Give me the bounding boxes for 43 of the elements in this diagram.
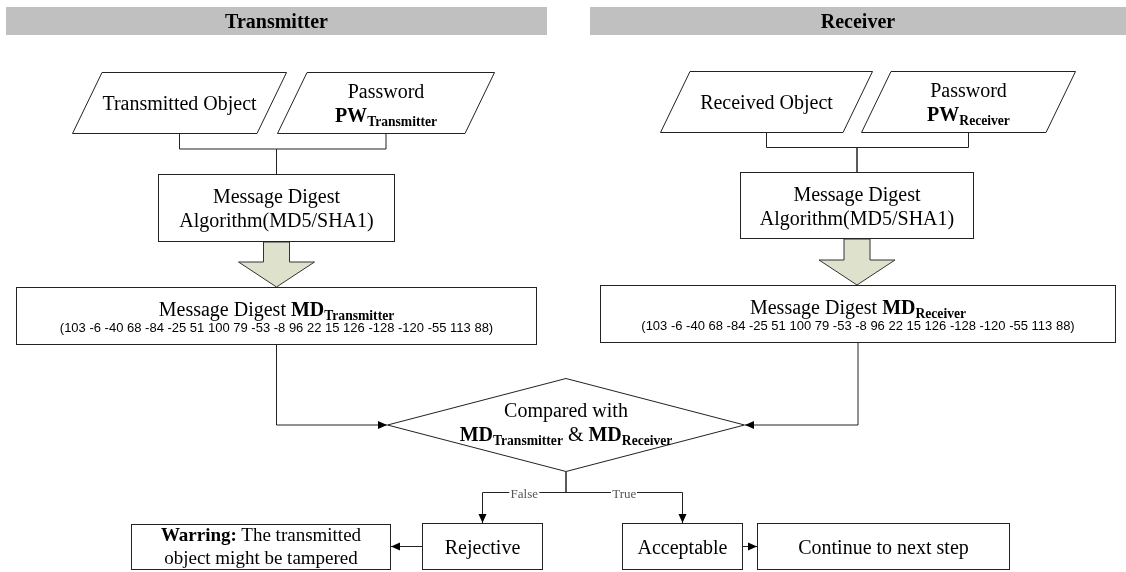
block-arrow bbox=[818, 238, 896, 286]
digest-values: (103 -6 -40 68 -84 -25 51 100 79 -53 -8 96 22 15 126 -128 -120 -55 113 88) bbox=[59, 320, 494, 336]
node-text: Receiver bbox=[820, 9, 896, 33]
process-box bbox=[622, 523, 743, 570]
edge-label: False bbox=[509, 486, 539, 499]
input-parallelogram bbox=[660, 71, 873, 133]
block-arrow bbox=[238, 241, 315, 288]
process-box bbox=[757, 523, 1010, 570]
node-text: PW$_{Receiver}$ bbox=[927, 102, 1010, 126]
node-text: MD$_{Transmitter}$ & MD$_{Receiver}$ bbox=[459, 422, 673, 446]
node-text: Continue to next step bbox=[798, 534, 969, 559]
node-text: Warring: The transmitted object might be tampered bbox=[159, 524, 363, 570]
node-text: Message Digest Algorithm(MD5/SHA1) bbox=[758, 181, 956, 230]
node-text: Message Digest Algorithm(MD5/SHA1) bbox=[178, 184, 375, 232]
node-text: Received Object bbox=[700, 90, 833, 114]
input-parallelogram bbox=[861, 71, 1076, 133]
node-text: Acceptable bbox=[637, 534, 728, 559]
process-box bbox=[600, 285, 1116, 343]
arrow bbox=[390, 542, 423, 551]
process-box bbox=[158, 174, 395, 242]
connector-line bbox=[856, 132, 969, 173]
node-text: PW$_{Transmitter}$ bbox=[334, 103, 438, 127]
process-box bbox=[422, 523, 543, 570]
section-header bbox=[6, 7, 547, 35]
arrow bbox=[742, 542, 758, 551]
node-text: Transmitted Object bbox=[102, 91, 257, 115]
input-parallelogram bbox=[72, 72, 287, 134]
node-text: Password bbox=[347, 79, 425, 103]
process-box bbox=[740, 172, 974, 239]
decision-diamond bbox=[387, 378, 745, 472]
process-box bbox=[16, 287, 537, 345]
node-text: Rejective bbox=[444, 534, 521, 559]
arrow bbox=[276, 344, 388, 429]
arrow bbox=[744, 342, 859, 429]
section-header bbox=[590, 7, 1126, 35]
digest-values: (103 -6 -40 68 -84 -25 51 100 79 -53 -8 96 22 15 126 -128 -120 -55 113 88) bbox=[641, 318, 1075, 334]
node-text: Compared with bbox=[504, 398, 628, 422]
node-text: Transmitter bbox=[225, 9, 328, 33]
process-box bbox=[131, 524, 391, 570]
input-parallelogram bbox=[277, 72, 495, 134]
node-text: Message Digest MD$_{Transmitter}$ bbox=[158, 296, 395, 321]
node-text: Message Digest MD$_{Receiver}$ bbox=[749, 294, 967, 319]
node-text: Password bbox=[930, 78, 1007, 102]
